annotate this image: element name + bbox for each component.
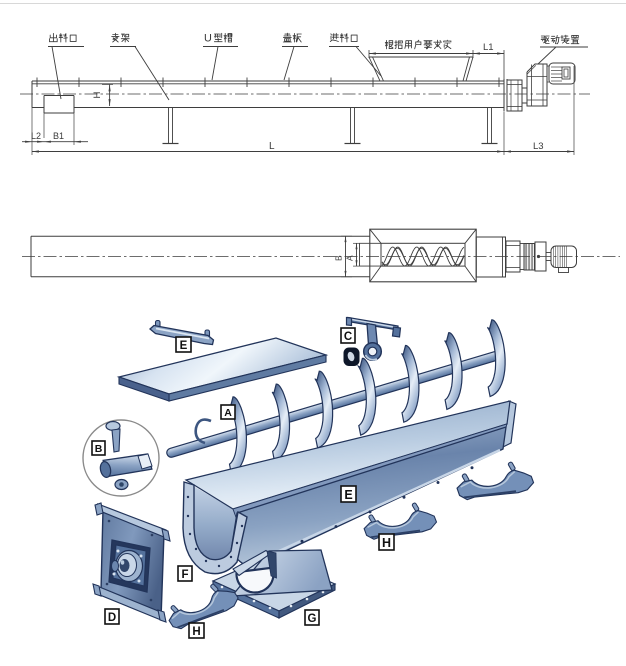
svg-text:H: H bbox=[192, 626, 200, 638]
svg-text:F: F bbox=[181, 569, 188, 581]
svg-text:A: A bbox=[345, 255, 355, 261]
svg-text:A: A bbox=[224, 407, 232, 419]
svg-text:H: H bbox=[382, 536, 391, 550]
svg-text:L3: L3 bbox=[533, 141, 544, 152]
svg-text:L1: L1 bbox=[483, 42, 494, 53]
svg-text:G: G bbox=[308, 613, 317, 625]
svg-text:D: D bbox=[108, 612, 116, 624]
svg-text:U: U bbox=[204, 33, 212, 45]
svg-text:E: E bbox=[344, 488, 352, 502]
svg-text:B1: B1 bbox=[53, 131, 64, 141]
svg-text:H: H bbox=[92, 92, 103, 99]
svg-text:C: C bbox=[344, 331, 352, 343]
svg-text:E: E bbox=[180, 340, 188, 352]
svg-text:L: L bbox=[269, 141, 275, 152]
svg-text:B: B bbox=[95, 443, 103, 455]
svg-text:B: B bbox=[334, 255, 344, 261]
svg-text:L2: L2 bbox=[31, 131, 41, 141]
